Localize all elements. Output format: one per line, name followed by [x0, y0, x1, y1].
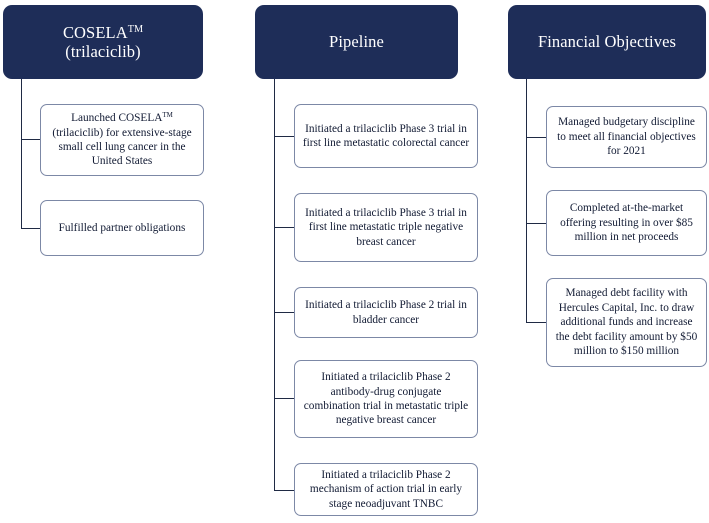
leaf-box-pipeline-2[interactable]: Initiated a trilaciclib Phase 3 trial in…	[294, 193, 478, 262]
connector-branch-financial-2	[526, 223, 547, 224]
leaf-text: Managed debt facility with Hercules Capi…	[555, 287, 698, 358]
header-title-cosela-line2: (trilaciclib)	[65, 42, 141, 61]
trademark-superscript: TM	[162, 111, 173, 120]
connector-branch-cosela-2	[21, 228, 41, 229]
trademark-superscript: TM	[127, 23, 144, 35]
leaf-box-pipeline-1[interactable]: Initiated a trilaciclib Phase 3 trial in…	[294, 104, 478, 168]
header-box-financial-objectives[interactable]: Financial Objectives	[508, 5, 706, 79]
connector-branch-pipeline-5	[274, 490, 295, 491]
leaf-box-pipeline-5[interactable]: Initiated a trilaciclib Phase 2 mechanis…	[294, 463, 478, 516]
connector-branch-financial-3	[526, 322, 547, 323]
header-title-cosela: COSELATM (trilaciclib)	[57, 23, 149, 62]
leaf-text-part1: Launched COSELA	[71, 112, 163, 125]
header-title-cosela-line1: COSELA	[62, 22, 128, 42]
leaf-text: Initiated a trilaciclib Phase 2 mechanis…	[309, 468, 463, 510]
header-title-pipeline: Pipeline	[329, 32, 384, 52]
leaf-box-pipeline-4[interactable]: Initiated a trilaciclib Phase 2 antibody…	[294, 360, 478, 438]
leaf-box-cosela-1[interactable]: Launched COSELATM (trilaciclib) for exte…	[40, 104, 204, 176]
connector-stem-cosela	[21, 79, 22, 228]
header-title-financial-objectives: Financial Objectives	[537, 32, 677, 52]
leaf-text: Initiated a trilaciclib Phase 2 trial in…	[305, 299, 467, 326]
leaf-box-financial-3[interactable]: Managed debt facility with Hercules Capi…	[546, 278, 707, 367]
leaf-text: Completed at-the-market offering resulti…	[560, 202, 693, 244]
leaf-box-cosela-2[interactable]: Fulfilled partner obligations	[40, 200, 204, 256]
leaf-box-financial-1[interactable]: Managed budgetary discipline to meet all…	[546, 106, 707, 168]
leaf-text: Launched COSELATM (trilaciclib) for exte…	[48, 111, 196, 169]
connector-branch-cosela-1	[21, 139, 41, 140]
header-box-pipeline[interactable]: Pipeline	[255, 5, 458, 79]
connector-stem-financial-objectives	[526, 79, 527, 322]
connector-branch-pipeline-1	[274, 136, 295, 137]
leaf-text: Initiated a trilaciclib Phase 2 antibody…	[303, 371, 469, 427]
header-box-cosela[interactable]: COSELATM (trilaciclib)	[3, 5, 203, 79]
leaf-box-pipeline-3[interactable]: Initiated a trilaciclib Phase 2 trial in…	[294, 287, 478, 338]
leaf-box-financial-2[interactable]: Completed at-the-market offering resulti…	[546, 190, 707, 256]
connector-branch-pipeline-3	[274, 312, 295, 313]
connector-branch-financial-1	[526, 137, 547, 138]
connector-stem-pipeline	[274, 79, 275, 490]
connector-branch-pipeline-2	[274, 227, 295, 228]
leaf-text-part2: (trilaciclib) for extensive-stage small …	[52, 126, 192, 168]
leaf-text: Managed budgetary discipline to meet all…	[557, 116, 696, 158]
leaf-text: Initiated a trilaciclib Phase 3 trial in…	[305, 206, 467, 248]
connector-branch-pipeline-4	[274, 398, 295, 399]
leaf-text: Fulfilled partner obligations	[58, 221, 186, 234]
leaf-text: Initiated a trilaciclib Phase 3 trial in…	[302, 122, 470, 149]
